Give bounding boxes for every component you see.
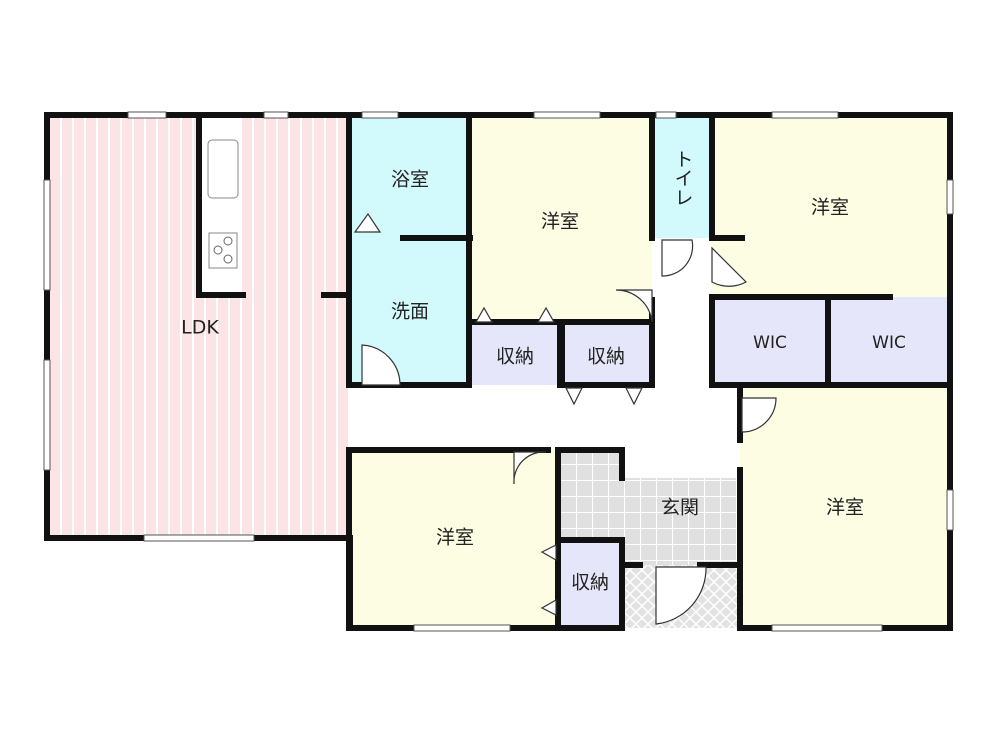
label-storage-3: 収納 bbox=[571, 572, 609, 594]
room-wic-2 bbox=[830, 297, 948, 385]
label-wic-2: WIC bbox=[872, 333, 906, 353]
room-toilet bbox=[652, 117, 712, 238]
label-entrance: 玄関 bbox=[661, 497, 699, 519]
label-bedroom-bottom-right: 洋室 bbox=[826, 497, 864, 519]
room-bedroom-bottom-right bbox=[740, 385, 950, 628]
label-bath: 浴室 bbox=[391, 169, 429, 191]
label-washroom: 洗面 bbox=[391, 301, 429, 323]
room-bedroom-top-right bbox=[712, 117, 950, 297]
room-entrance bbox=[558, 450, 740, 565]
stove-icon bbox=[208, 232, 238, 269]
label-storage-1: 収納 bbox=[496, 346, 534, 368]
label-wic-1: WIC bbox=[753, 333, 787, 353]
room-storage-1 bbox=[470, 322, 560, 385]
label-bedroom-bottom-left: 洋室 bbox=[436, 527, 474, 549]
label-bedroom-top-center: 洋室 bbox=[541, 211, 579, 233]
room-storage-3 bbox=[558, 540, 622, 628]
room-storage-2 bbox=[562, 322, 652, 385]
windows bbox=[43, 111, 954, 632]
label-storage-2: 収納 bbox=[587, 346, 625, 368]
room-bedroom-bottom-left bbox=[350, 450, 558, 628]
kitchen-counter bbox=[202, 118, 242, 294]
label-bedroom-top-right: 洋室 bbox=[811, 197, 849, 219]
room-bedroom-top-center bbox=[470, 117, 652, 322]
room-wic-1 bbox=[712, 297, 828, 385]
label-ldk: LDK bbox=[181, 317, 219, 339]
doors bbox=[353, 212, 777, 625]
sink-icon bbox=[207, 139, 239, 199]
label-toilet: トイレ bbox=[672, 150, 694, 207]
